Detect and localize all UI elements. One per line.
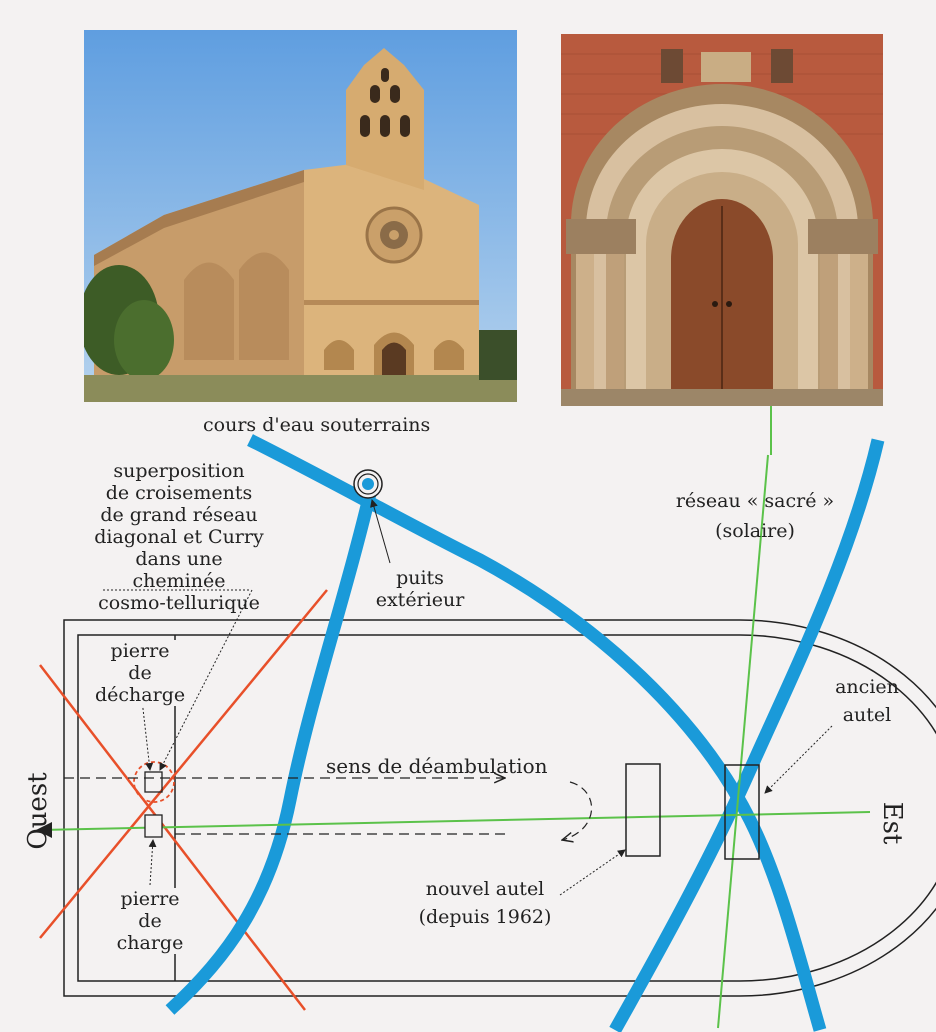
discharge-line2: de	[128, 662, 152, 684]
discharge-stone	[144, 771, 163, 793]
outer-well-line1: puits	[396, 567, 444, 589]
superposition-line1: superposition	[113, 460, 245, 482]
portal-photo	[561, 34, 883, 406]
new-altar-line2: (depuis 1962)	[418, 906, 552, 928]
old-altar-pointer	[764, 725, 833, 794]
superposition-line5: dans une cheminée	[132, 548, 226, 592]
chimney-circle	[133, 761, 175, 803]
discharge-line1: pierre	[110, 640, 170, 662]
old-altar	[724, 764, 760, 860]
charge-line3: charge	[116, 932, 184, 954]
charge-stone	[144, 814, 163, 838]
outer-well-label: puits extérieur	[370, 567, 470, 611]
east-label: Est	[877, 801, 907, 845]
superposition-line4: diagonal et Curry	[94, 526, 264, 548]
church-plan-inner	[77, 634, 936, 982]
charge-pointer	[148, 839, 157, 886]
portal-illustration	[561, 34, 883, 406]
water-stream-west	[165, 483, 379, 1015]
west-label: Ouest	[23, 772, 53, 850]
discharge-pointer	[141, 699, 154, 771]
superposition-line2: de croisements	[105, 482, 253, 504]
superposition-line6: cosmo-tellurique	[98, 592, 260, 614]
underground-streams-label: cours d'eau souterrains	[203, 414, 431, 436]
superposition-label: superposition de croisements de grand ré…	[94, 460, 264, 614]
outer-well-line2: extérieur	[375, 589, 465, 611]
sacred-network-line1: réseau « sacré »	[675, 490, 835, 512]
church-plan-outer	[63, 619, 936, 997]
well-pointer	[370, 499, 391, 564]
charge-stone-label: pierre de charge	[100, 888, 200, 954]
water-stream-east	[609, 438, 885, 1032]
new-altar-line1: nouvel autel	[425, 878, 545, 900]
sacred-network-line2: (solaire)	[715, 520, 795, 542]
diagonal-grid-line-a	[39, 664, 306, 1011]
discharge-stone-label: pierre de décharge	[95, 640, 185, 706]
charge-line1: pierre	[120, 888, 180, 910]
sacred-network-label: réseau « sacré » (solaire)	[670, 490, 840, 542]
church-photo	[84, 30, 517, 402]
east-west-axis	[39, 811, 871, 831]
old-altar-label: ancien autel	[832, 676, 902, 726]
old-altar-line1: ancien	[835, 676, 899, 698]
new-altar-label: nouvel autel (depuis 1962)	[410, 878, 560, 928]
superposition-pointer	[159, 589, 253, 771]
new-altar	[625, 763, 661, 857]
walking-direction-label: sens de déambulation	[326, 754, 548, 778]
discharge-line3: décharge	[95, 684, 186, 706]
new-altar-pointer	[559, 849, 626, 896]
walk-path-turn	[562, 781, 593, 840]
charge-line2: de	[138, 910, 162, 932]
old-altar-line2: autel	[842, 704, 892, 726]
diagonal-grid-line-b	[39, 589, 328, 939]
superposition-line3: de grand réseau	[100, 504, 258, 526]
church-illustration	[84, 30, 517, 402]
sacred-network-line	[717, 454, 769, 1029]
